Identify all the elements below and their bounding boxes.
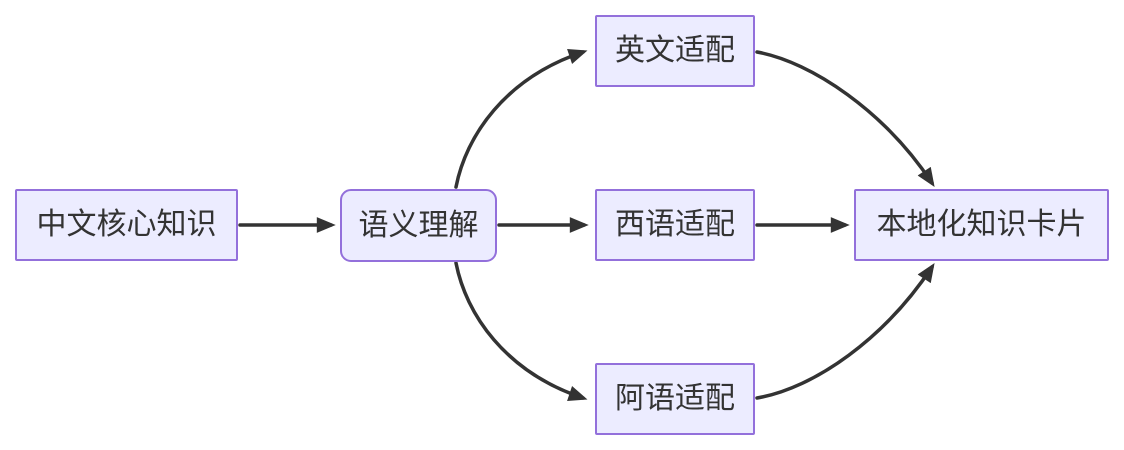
node-label: 英文适配	[615, 34, 735, 67]
edge-arabic-to-card	[755, 263, 935, 400]
edge-semantic-to-english	[454, 49, 588, 189]
node-label: 语义理解	[358, 208, 479, 242]
edge-english-to-card	[755, 50, 935, 187]
node-english-adaptation: 英文适配	[595, 15, 755, 87]
node-label: 西语适配	[615, 208, 735, 241]
node-spanish-adaptation: 西语适配	[595, 189, 755, 261]
node-semantic-understanding: 语义理解	[340, 189, 497, 262]
node-label: 本地化知识卡片	[876, 208, 1087, 241]
node-label: 阿语适配	[615, 382, 735, 415]
node-localized-knowledge-card: 本地化知识卡片	[854, 189, 1109, 261]
node-label: 中文核心知识	[36, 208, 217, 241]
node-chinese-core-knowledge: 中文核心知识	[15, 189, 238, 261]
edge-semantic-to-arabic	[454, 261, 588, 401]
node-arabic-adaptation: 阿语适配	[595, 363, 755, 435]
